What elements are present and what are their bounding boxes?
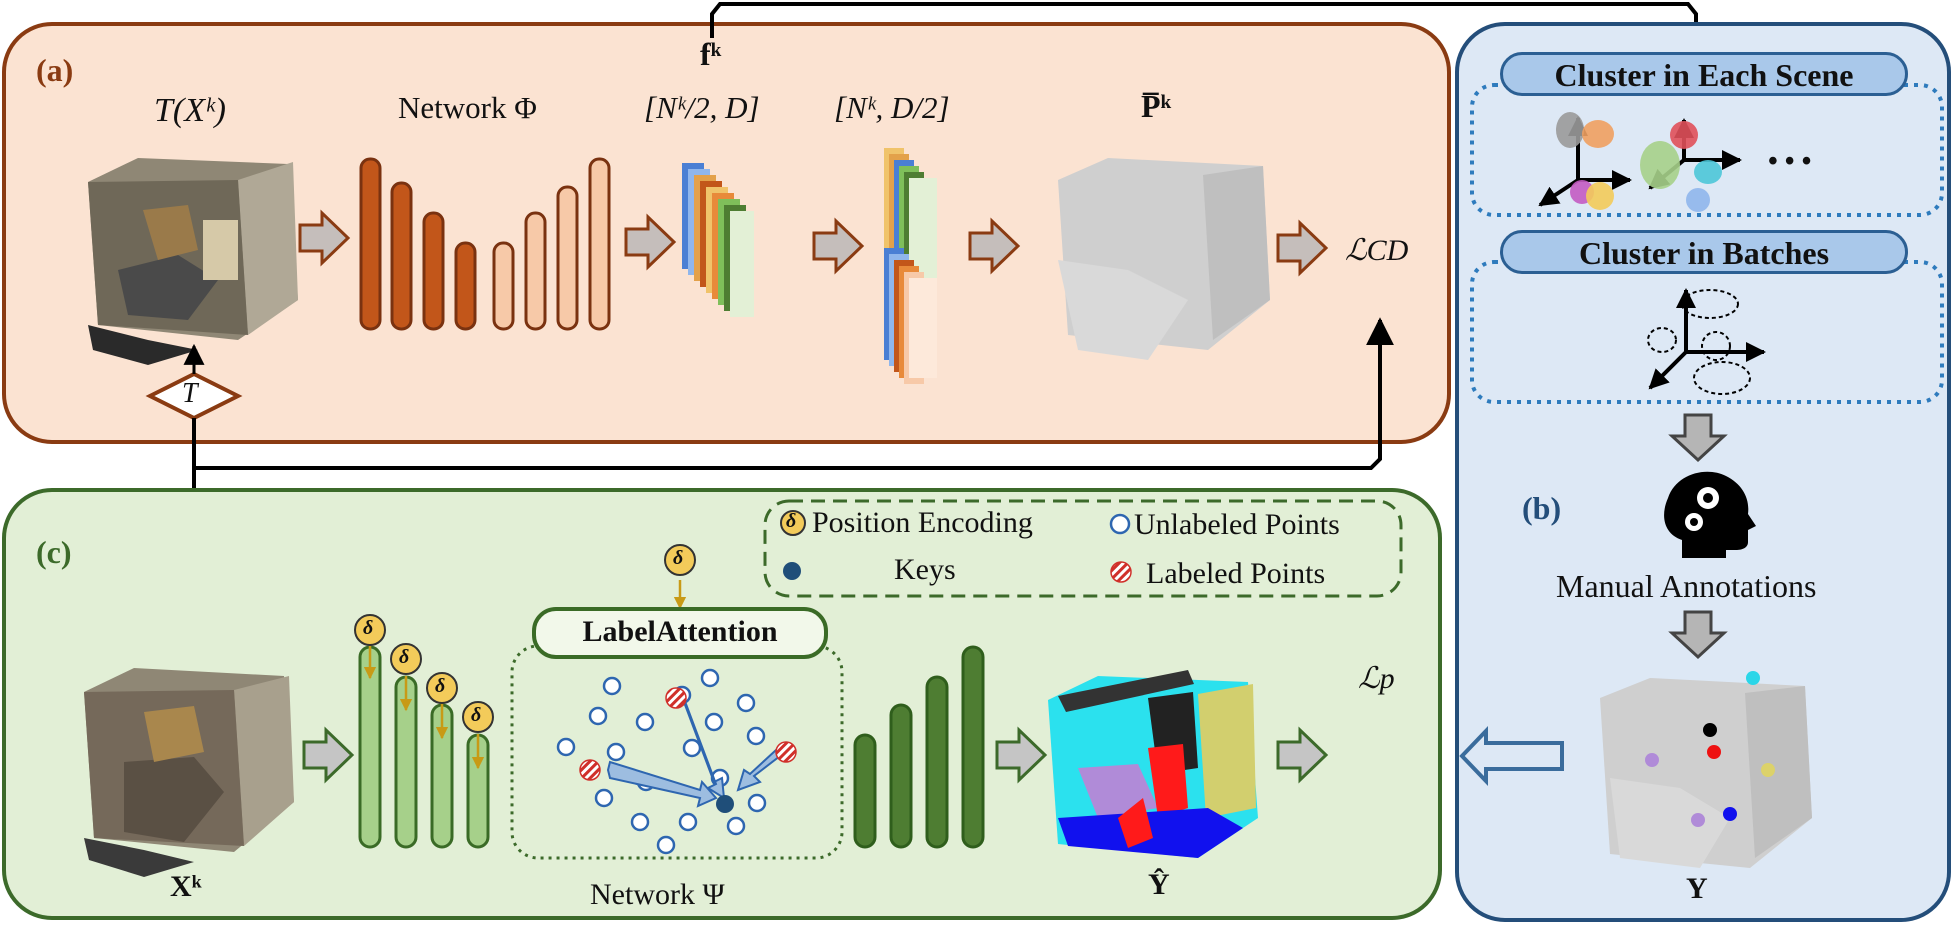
delta-label-4: δ: [471, 704, 482, 726]
block-arrow-b1: [1668, 413, 1728, 463]
unlabeled-points: [556, 668, 767, 855]
input-label-a: T(Xᵏ): [154, 92, 226, 129]
psi-bar-7: [925, 675, 949, 849]
y-label: Y: [1686, 872, 1708, 905]
phi-bar-1: [359, 157, 382, 331]
network-phi-label: Network Φ: [398, 90, 537, 125]
feature-dim-label-1: [Nᵏ/2, D]: [644, 90, 760, 125]
legend-labeled-icon: [1110, 561, 1132, 583]
batch-clusters: [1647, 289, 1751, 395]
labeled-points: [579, 687, 797, 781]
block-arrow-a4: [968, 217, 1021, 275]
legend-labeled-label: Labeled Points: [1146, 557, 1326, 590]
delta-label-legend: δ: [786, 510, 797, 532]
annotated-cloud: [1600, 671, 1812, 868]
attention-arrows: [606, 700, 782, 808]
legend-pe-label: Position Encoding: [812, 506, 1033, 539]
batch-cluster-axes: [1648, 288, 1766, 390]
network-phi-decoder: [492, 157, 611, 331]
block-arrow-b-to-c: [1459, 726, 1564, 786]
block-arrow-a3: [812, 217, 865, 275]
feature-top-label: fᵏ: [700, 36, 722, 72]
block-arrow-a1: [298, 209, 351, 267]
cluster-batches-pill: Cluster in Batches: [1500, 230, 1908, 274]
panel-b-label: (b): [1522, 490, 1562, 526]
panel-a-label: (a): [36, 52, 74, 88]
input-room-cloud-c: [84, 668, 294, 877]
block-arrow-a2: [624, 213, 677, 271]
delta-label-2: δ: [399, 646, 410, 668]
block-arrow-c3: [1276, 726, 1329, 784]
delta-label-3: δ: [435, 675, 446, 697]
loss-cd-label: ℒCD: [1345, 234, 1409, 267]
delta-label-1: δ: [363, 617, 374, 639]
reconstruction-label: P̅ᵏ: [1141, 88, 1172, 124]
legend-keys-label: Keys: [894, 553, 956, 586]
scene-clusters: [1556, 112, 1722, 212]
psi-bar-6: [889, 703, 913, 849]
loss-p-label: ℒp: [1358, 662, 1395, 695]
network-psi-decoder: [853, 645, 985, 849]
head-gears-icon: [1664, 471, 1756, 558]
attention-key: [716, 795, 734, 813]
feature-stack-1: [682, 163, 754, 317]
transform-diamond-label: T: [182, 378, 198, 409]
legend-unlabeled-icon: [1109, 513, 1131, 535]
block-arrow-a5: [1276, 219, 1329, 277]
legend-pe-icon: [780, 510, 806, 536]
psi-bar-8: [961, 645, 985, 849]
phi-bar-7: [556, 185, 579, 331]
scene-ellipsis: • • •: [1768, 146, 1812, 177]
feature-dim-label-2: [Nᵏ, D/2]: [834, 90, 950, 125]
block-arrow-c2: [995, 726, 1048, 784]
phi-bar-4: [454, 241, 477, 331]
network-phi-encoder: [359, 157, 477, 331]
feature-stack-2: [884, 148, 937, 384]
legend-unlabeled-label: Unlabeled Points: [1134, 508, 1340, 541]
line-feature-to-cluster: [710, 2, 1710, 55]
network-psi-label: Network Ψ: [590, 878, 725, 911]
segmented-output: [1048, 670, 1258, 858]
legend-keys-icon: [783, 562, 801, 580]
cluster-scene-pill: Cluster in Each Scene: [1500, 52, 1908, 96]
phi-bar-3: [422, 211, 445, 331]
block-arrow-c1: [302, 726, 355, 784]
block-arrow-b2: [1668, 610, 1728, 660]
delta-circles: [354, 544, 696, 733]
prediction-label: Ŷ: [1148, 868, 1170, 901]
input-room-cloud-a: [88, 158, 298, 365]
psi-bar-5: [853, 733, 877, 849]
legend-box: [763, 499, 1403, 598]
phi-bar-8: [588, 157, 611, 331]
phi-bar-6: [524, 211, 547, 331]
manual-annotations-label: Manual Annotations: [1556, 568, 1817, 604]
phi-bar-2: [390, 181, 413, 331]
line-X-to-loss: [194, 317, 1394, 470]
delta-connectors: [363, 580, 687, 770]
label-attention-pill: LabelAttention: [532, 607, 828, 659]
panel-c-label: (c): [36, 534, 72, 570]
reconstructed-cloud: [1058, 158, 1270, 360]
delta-label-5: δ: [673, 547, 684, 569]
input-label-c: Xᵏ: [170, 870, 202, 903]
phi-bar-5: [492, 241, 515, 331]
